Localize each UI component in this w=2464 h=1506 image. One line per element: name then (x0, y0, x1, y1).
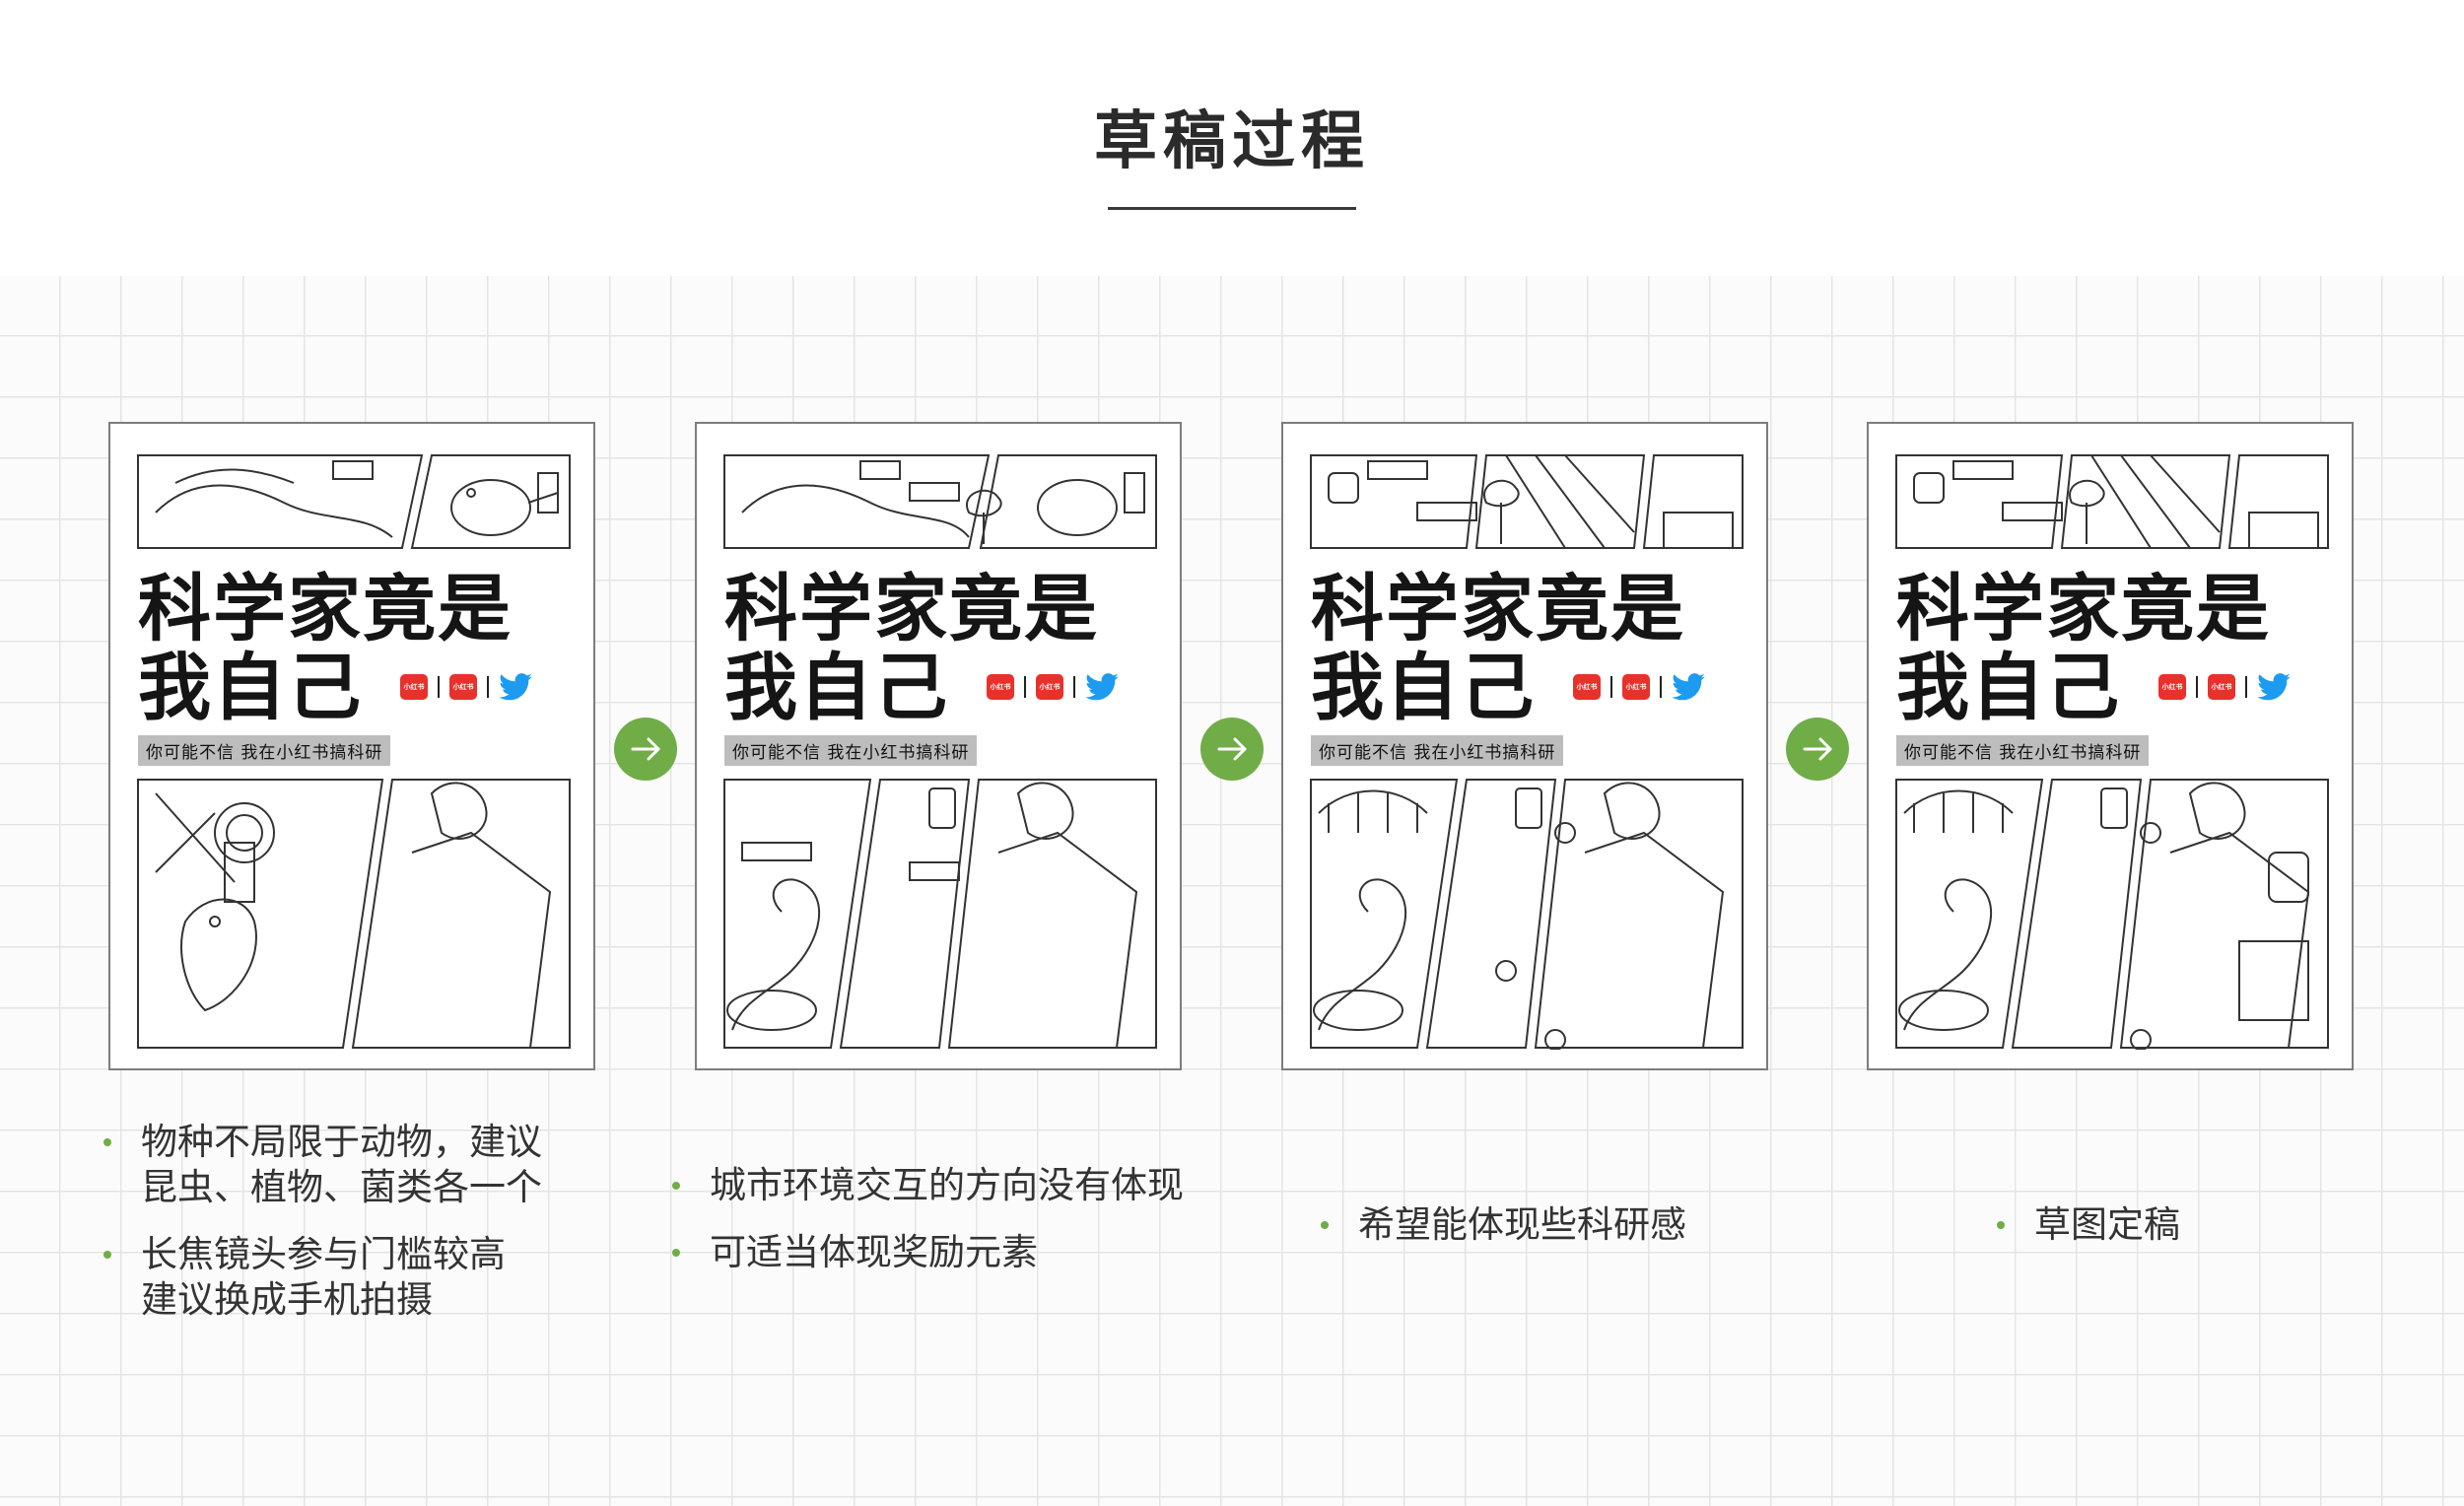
xiaohongshu-logo: 小红书 (1573, 674, 1601, 700)
logo-divider (487, 676, 489, 698)
note-text: 城市环境交互的方向没有体现 (710, 1164, 1184, 1206)
twitter-bird-icon (1085, 673, 1119, 701)
top-illustration-animals-mushroom (723, 454, 1157, 549)
note-item: 长焦镜头参与门槛较高 建议换成手机拍摄 (103, 1232, 616, 1323)
xiaohongshu-logo: 小红书 (1036, 674, 1063, 700)
bottom-illustration-final (1895, 779, 2329, 1050)
poster-subtitle: 你可能不信 我在小红书搞科研 (724, 735, 978, 766)
bullet-dot (103, 1138, 111, 1146)
poster-subtitle: 你可能不信 我在小红书搞科研 (1896, 735, 2150, 766)
logo-divider (438, 676, 440, 698)
notes-draft-1: 物种不局限于动物，建议 昆虫、植物、菌类各一个 长焦镜头参与门槛较高 建议换成手… (103, 1120, 616, 1344)
brand-logos: 小红书 小红书 (987, 670, 1119, 704)
title-underline (1108, 207, 1356, 210)
poster-title-line2: 我自己 (724, 646, 949, 730)
page-title: 草稿过程 (1094, 105, 1370, 178)
brand-logos: 小红书 小红书 (2158, 670, 2291, 704)
brand-logos: 小红书 小红书 (1573, 670, 1705, 704)
logo-divider (1073, 676, 1075, 698)
draft-poster-1: 科学家竟是 我自己 小红书 小红书 你可能不信 我在小红书搞科研 (108, 422, 595, 1070)
note-text: 长焦镜头参与门槛较高 建议换成手机拍摄 (141, 1233, 506, 1321)
poster-title-line1: 科学家竟是 (1896, 567, 2271, 651)
note-item: 草图定稿 (1997, 1202, 2391, 1248)
bullet-dot (103, 1251, 111, 1259)
xiaohongshu-logo: 小红书 (987, 674, 1014, 700)
xiaohongshu-logo: 小红书 (449, 674, 477, 700)
draft-poster-4: 科学家竟是 我自己 小红书 小红书 你可能不信 我在小红书搞科研 (1867, 422, 2354, 1070)
note-text: 草图定稿 (2034, 1203, 2180, 1246)
twitter-bird-icon (2257, 673, 2291, 701)
notes-draft-4: 草图定稿 (1997, 1202, 2391, 1269)
xiaohongshu-logo: 小红书 (1622, 674, 1650, 700)
bullet-dot (672, 1182, 680, 1190)
poster-title: 科学家竟是 我自己 (138, 570, 572, 727)
bullet-dot (1997, 1221, 2005, 1229)
bullet-dot (1321, 1221, 1329, 1229)
note-item: 可适当体现奖励元素 (672, 1230, 1283, 1275)
note-text: 物种不局限于动物，建议 昆虫、植物、菌类各一个 (141, 1121, 542, 1208)
logo-divider (2245, 676, 2247, 698)
next-arrow-button[interactable] (1786, 718, 1849, 781)
poster-subtitle: 你可能不信 我在小红书搞科研 (138, 735, 391, 766)
logo-divider (1610, 676, 1612, 698)
poster-title-line1: 科学家竟是 (724, 567, 1099, 651)
twitter-bird-icon (1672, 673, 1705, 701)
poster-subtitle: 你可能不信 我在小红书搞科研 (1311, 735, 1564, 766)
note-item: 希望能体现些科研感 (1321, 1202, 1833, 1248)
xiaohongshu-logo: 小红书 (2158, 674, 2186, 700)
arrow-right-icon (1803, 737, 1832, 761)
poster-title: 科学家竟是 我自己 (1896, 570, 2330, 727)
poster-title: 科学家竟是 我自己 (1311, 570, 1745, 727)
notes-draft-3: 希望能体现些科研感 (1321, 1202, 1833, 1269)
poster-title-line2: 我自己 (1896, 646, 2121, 730)
brand-logos: 小红书 小红书 (400, 670, 532, 704)
logo-divider (1024, 676, 1026, 698)
next-arrow-button[interactable] (614, 718, 677, 781)
bottom-illustration-photographer (137, 779, 571, 1049)
draft-poster-2: 科学家竟是 我自己 小红书 小红书 你可能不信 我在小红书搞科研 (695, 422, 1182, 1070)
note-text: 可适当体现奖励元素 (710, 1231, 1038, 1273)
note-item: 城市环境交互的方向没有体现 (672, 1163, 1283, 1208)
top-illustration-city (1310, 454, 1744, 549)
bottom-illustration-phone (723, 779, 1157, 1049)
logo-divider (2196, 676, 2198, 698)
poster-title-line1: 科学家竟是 (1311, 567, 1685, 651)
bullet-dot (672, 1249, 680, 1257)
top-illustration-city-final (1895, 454, 2329, 549)
xiaohongshu-logo: 小红书 (400, 674, 428, 700)
twitter-bird-icon (499, 673, 532, 701)
bottom-illustration-park (1310, 779, 1744, 1050)
next-arrow-button[interactable] (1200, 718, 1264, 781)
note-text: 希望能体现些科研感 (1358, 1203, 1686, 1246)
draft-poster-3: 科学家竟是 我自己 小红书 小红书 你可能不信 我在小红书搞科研 (1281, 422, 1768, 1070)
poster-title: 科学家竟是 我自己 (724, 570, 1158, 727)
arrow-right-icon (1217, 737, 1247, 761)
xiaohongshu-logo: 小红书 (2208, 674, 2235, 700)
top-illustration-animals (137, 454, 571, 549)
notes-draft-2: 城市环境交互的方向没有体现 可适当体现奖励元素 (672, 1163, 1283, 1297)
note-item: 物种不局限于动物，建议 昆虫、植物、菌类各一个 (103, 1120, 616, 1210)
logo-divider (1660, 676, 1662, 698)
poster-title-line2: 我自己 (138, 646, 363, 730)
arrow-right-icon (631, 737, 660, 761)
poster-title-line2: 我自己 (1311, 646, 1536, 730)
poster-title-line1: 科学家竟是 (138, 567, 513, 651)
